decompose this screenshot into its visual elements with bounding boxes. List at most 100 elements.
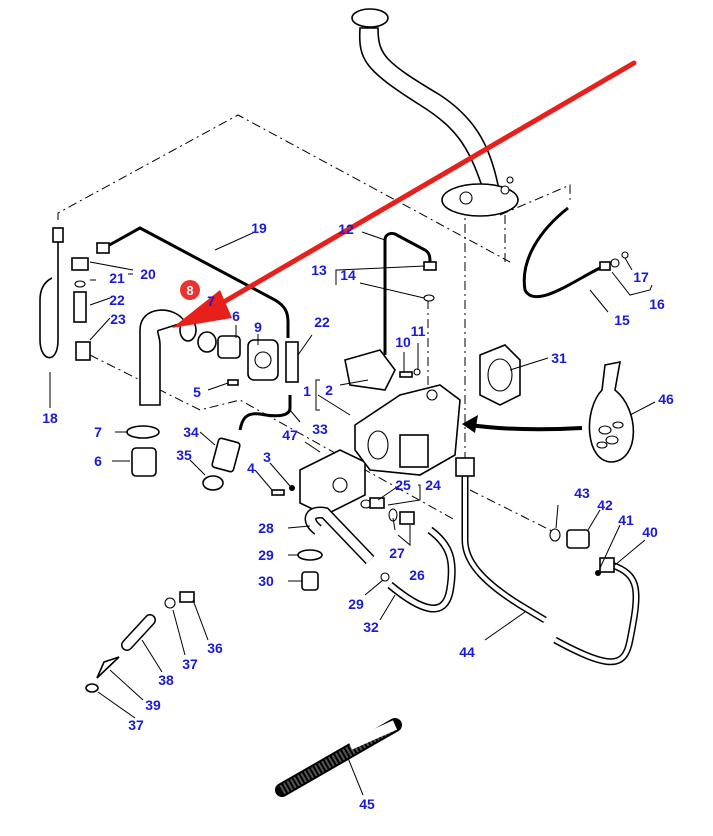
callout-5[interactable]: 5 <box>193 384 201 400</box>
callout-10[interactable]: 10 <box>395 334 411 350</box>
callout-46[interactable]: 46 <box>658 391 674 407</box>
gasket-31 <box>479 344 521 406</box>
fitting-26 <box>399 511 415 525</box>
fitting-6 <box>131 447 157 477</box>
pipe-19 <box>103 226 290 338</box>
callout-14[interactable]: 14 <box>340 267 356 283</box>
valve-34 <box>211 437 241 473</box>
callout-31[interactable]: 31 <box>551 350 567 366</box>
callout-9[interactable]: 9 <box>254 319 262 335</box>
fitting-16 <box>610 258 620 268</box>
clamp-29 <box>297 549 323 561</box>
fitting-24 <box>369 497 385 509</box>
callout-43[interactable]: 43 <box>574 485 590 501</box>
clamp-37a <box>164 597 176 609</box>
callout-29-lower[interactable]: 29 <box>348 596 364 612</box>
callout-13[interactable]: 13 <box>311 262 327 278</box>
plug-3 <box>289 485 295 491</box>
callout-21[interactable]: 21 <box>109 270 125 286</box>
callout-1[interactable]: 1 <box>303 383 311 399</box>
callout-28[interactable]: 28 <box>258 520 274 536</box>
hose-15 <box>522 206 601 299</box>
callout-6-lower[interactable]: 6 <box>94 453 102 469</box>
nut-40 <box>599 557 615 573</box>
clamp-29b <box>380 572 390 582</box>
highlighted-part-badge[interactable]: 8 <box>180 280 200 300</box>
callout-17[interactable]: 17 <box>633 269 649 285</box>
leader-lines <box>49 231 656 796</box>
callout-11[interactable]: 11 <box>410 323 426 339</box>
callout-18[interactable]: 18 <box>42 410 58 426</box>
callout-27[interactable]: 27 <box>389 545 405 561</box>
pipe-33 <box>238 395 292 431</box>
clamp-37b <box>85 683 99 693</box>
callout-30[interactable]: 30 <box>258 573 274 589</box>
bolt-10 <box>399 371 413 378</box>
callout-23[interactable]: 23 <box>110 311 126 327</box>
oring-43 <box>549 528 561 542</box>
hose-end-15 <box>599 261 611 271</box>
callout-20[interactable]: 20 <box>140 266 156 282</box>
nut-44 <box>455 457 475 477</box>
nozzle-39 <box>96 656 120 679</box>
oring-14 <box>423 294 435 302</box>
fitting-22 <box>285 341 299 383</box>
hose-18 <box>39 227 64 359</box>
callout-32[interactable]: 32 <box>363 619 379 635</box>
fitting-30 <box>301 571 319 591</box>
hose-fittings-group <box>179 318 279 386</box>
highlight-arrow <box>172 60 637 328</box>
gear-pump-47 <box>299 449 366 516</box>
callout-22-right[interactable]: 22 <box>314 314 330 330</box>
oil-filler-tube <box>351 8 519 217</box>
callout-15[interactable]: 15 <box>614 312 630 328</box>
callout-7-upper[interactable]: 7 <box>207 293 215 309</box>
main-pump-1 <box>354 384 461 476</box>
nut-35 <box>202 475 224 491</box>
nut-19 <box>96 242 110 254</box>
callout-29-upper[interactable]: 29 <box>258 547 274 563</box>
callout-47[interactable]: 47 <box>282 427 298 443</box>
callout-6-upper[interactable]: 6 <box>232 308 240 324</box>
callout-24[interactable]: 24 <box>425 477 441 493</box>
solenoid-2 <box>344 349 396 391</box>
clamp-7 <box>126 425 160 439</box>
callout-19[interactable]: 19 <box>251 220 267 236</box>
callout-39[interactable]: 39 <box>145 697 161 713</box>
callout-40[interactable]: 40 <box>642 524 658 540</box>
fitting-36 <box>179 591 195 603</box>
bag-46 <box>588 360 635 463</box>
pointer-arrow-shaft <box>469 423 583 432</box>
callout-3[interactable]: 3 <box>263 449 271 465</box>
fittings-20-23 <box>71 257 91 361</box>
callout-33[interactable]: 33 <box>312 421 328 437</box>
pin-41 <box>595 570 601 576</box>
callout-26[interactable]: 26 <box>409 567 425 583</box>
callout-2[interactable]: 2 <box>325 382 333 398</box>
adapter-42 <box>566 529 590 549</box>
callout-37-lower[interactable]: 37 <box>128 717 144 733</box>
nut-13 <box>423 261 437 271</box>
callout-25[interactable]: 25 <box>395 477 411 493</box>
callout-42[interactable]: 42 <box>597 497 613 513</box>
callout-36[interactable]: 36 <box>207 640 223 656</box>
callout-34[interactable]: 34 <box>183 424 199 440</box>
callout-16[interactable]: 16 <box>649 296 665 312</box>
callout-41[interactable]: 41 <box>618 512 634 528</box>
spring-45 <box>275 718 402 797</box>
callout-44[interactable]: 44 <box>459 644 475 660</box>
callout-12[interactable]: 12 <box>338 221 354 237</box>
callout-22-left[interactable]: 22 <box>109 292 125 308</box>
pipe-12 <box>383 231 432 355</box>
callout-7-lower[interactable]: 7 <box>94 424 102 440</box>
callout-37-upper[interactable]: 37 <box>182 656 198 672</box>
callout-38[interactable]: 38 <box>158 672 174 688</box>
bolt-4 <box>271 489 285 496</box>
callout-35[interactable]: 35 <box>176 447 192 463</box>
elbow-hose-8 <box>139 309 187 406</box>
washer-11 <box>413 368 421 376</box>
callout-45[interactable]: 45 <box>359 796 375 812</box>
callout-4[interactable]: 4 <box>247 460 255 476</box>
